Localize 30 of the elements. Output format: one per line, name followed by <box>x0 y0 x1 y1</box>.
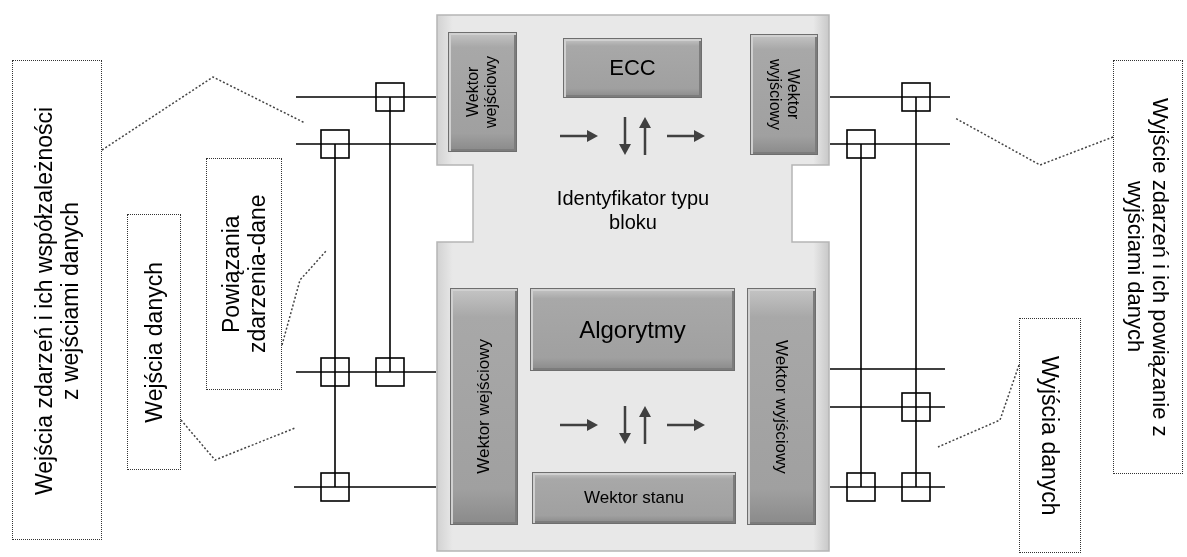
component-label: Algorytmy <box>579 315 686 344</box>
callout-text: Wejścia zdarzeń i ich współzależności z wejściami danych <box>30 104 84 497</box>
callout-box <box>1113 60 1183 474</box>
leader-line <box>954 117 1114 166</box>
component-label: Wektor wyjściowy <box>771 339 792 474</box>
component-box <box>448 32 517 152</box>
callout-box <box>12 60 102 540</box>
component-label: Wektor wyjściowy <box>766 57 803 133</box>
callout-text: Wyjścia danych <box>1036 355 1064 516</box>
component-box <box>530 288 735 371</box>
component-label: Wektor wejściowy <box>474 339 494 474</box>
component-box <box>450 288 518 525</box>
callout-text: Wejścia danych <box>140 261 168 423</box>
component-label: Wektor wejściowy <box>464 55 501 130</box>
component-label: Wektor stanu <box>584 488 684 508</box>
block-type-label: Identyfikator typu bloku <box>555 186 711 234</box>
callout-box <box>127 214 181 470</box>
component-box <box>747 288 816 525</box>
callout-box <box>1019 318 1081 553</box>
leader-line <box>281 249 328 346</box>
callout-box <box>206 158 282 390</box>
component-box <box>563 38 702 98</box>
callout-text: Powiązania zdarzenia-dane <box>217 193 271 356</box>
callout-text: Wyjście zdarzeń i ich powiązanie z wyjściami danych <box>1122 96 1174 439</box>
component-label: ECC <box>609 55 656 81</box>
leader-line <box>101 76 306 151</box>
component-box <box>750 34 818 155</box>
leader-line <box>937 364 1020 448</box>
component-box <box>532 472 736 524</box>
leader-line <box>180 419 296 461</box>
